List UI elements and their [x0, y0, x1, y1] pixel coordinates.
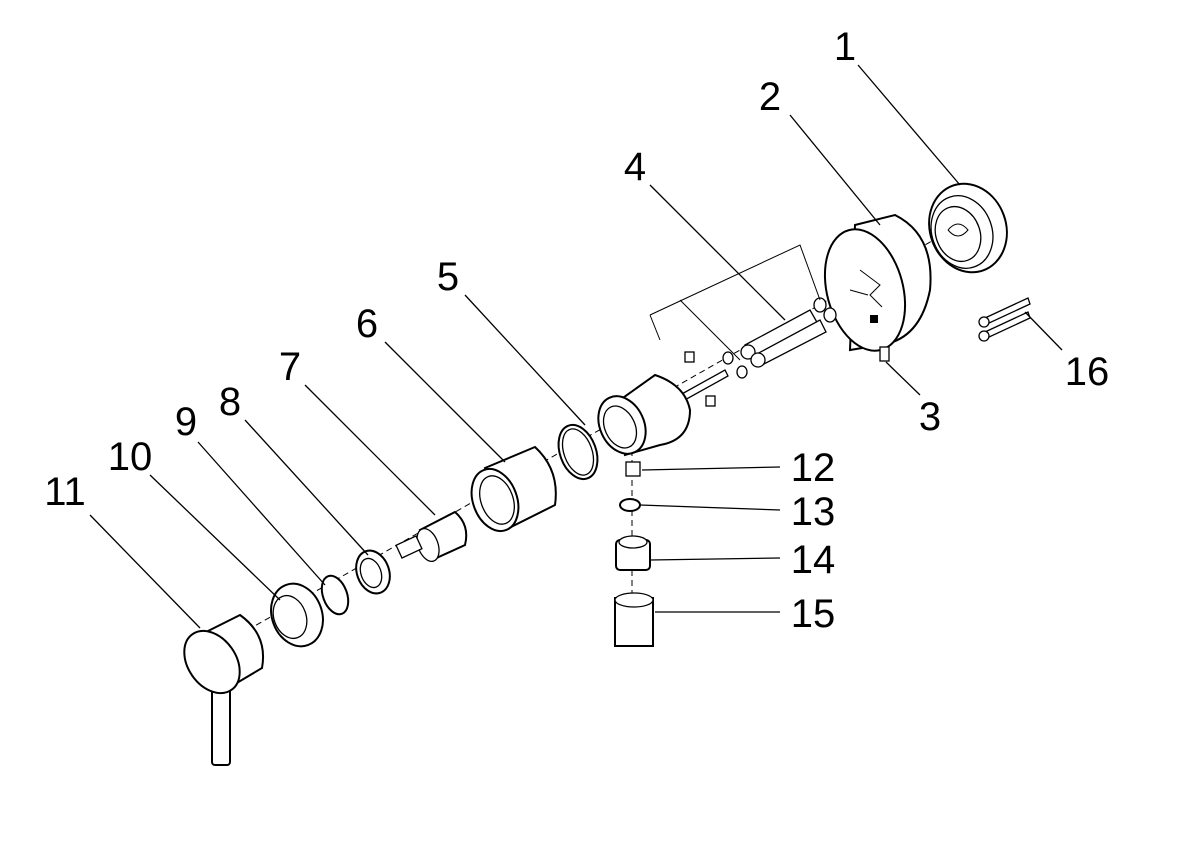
callout-3: 3	[919, 395, 941, 439]
part-10-ring	[270, 582, 324, 648]
callout-5: 5	[437, 255, 459, 299]
part-1-cover-ring	[928, 182, 1008, 274]
callout-6: 6	[356, 302, 378, 346]
callout-13: 13	[791, 490, 836, 534]
leader-lines	[89, 64, 1063, 629]
callout-4: 4	[624, 145, 646, 189]
callout-7: 7	[279, 345, 301, 389]
part-11-lever-handle	[183, 613, 264, 766]
part-12-nut	[625, 461, 641, 477]
callout-14: 14	[791, 538, 836, 582]
part-13-o-ring	[619, 498, 641, 512]
part-2-escutcheon	[823, 213, 932, 352]
callout-11: 11	[44, 470, 86, 514]
callout-8: 8	[219, 380, 241, 424]
part-6-sleeve	[470, 445, 557, 532]
part-7-cartridge	[395, 510, 468, 562]
valve-body	[597, 373, 692, 457]
callout-1: 1	[834, 25, 856, 69]
callout-12: 12	[791, 446, 836, 490]
callout-10: 10	[108, 435, 153, 479]
part-16-screws	[978, 297, 1031, 342]
callout-9: 9	[175, 400, 197, 444]
part-9-o-ring	[320, 574, 350, 616]
callout-16: 16	[1065, 350, 1110, 394]
callout-2: 2	[759, 75, 781, 119]
part-4-extension-set	[649, 244, 837, 407]
callout-15: 15	[791, 592, 836, 636]
part-8-nut	[355, 549, 391, 595]
part-14-insert	[615, 535, 651, 571]
part-3-pin	[879, 346, 890, 362]
part-15-cap	[614, 592, 654, 647]
